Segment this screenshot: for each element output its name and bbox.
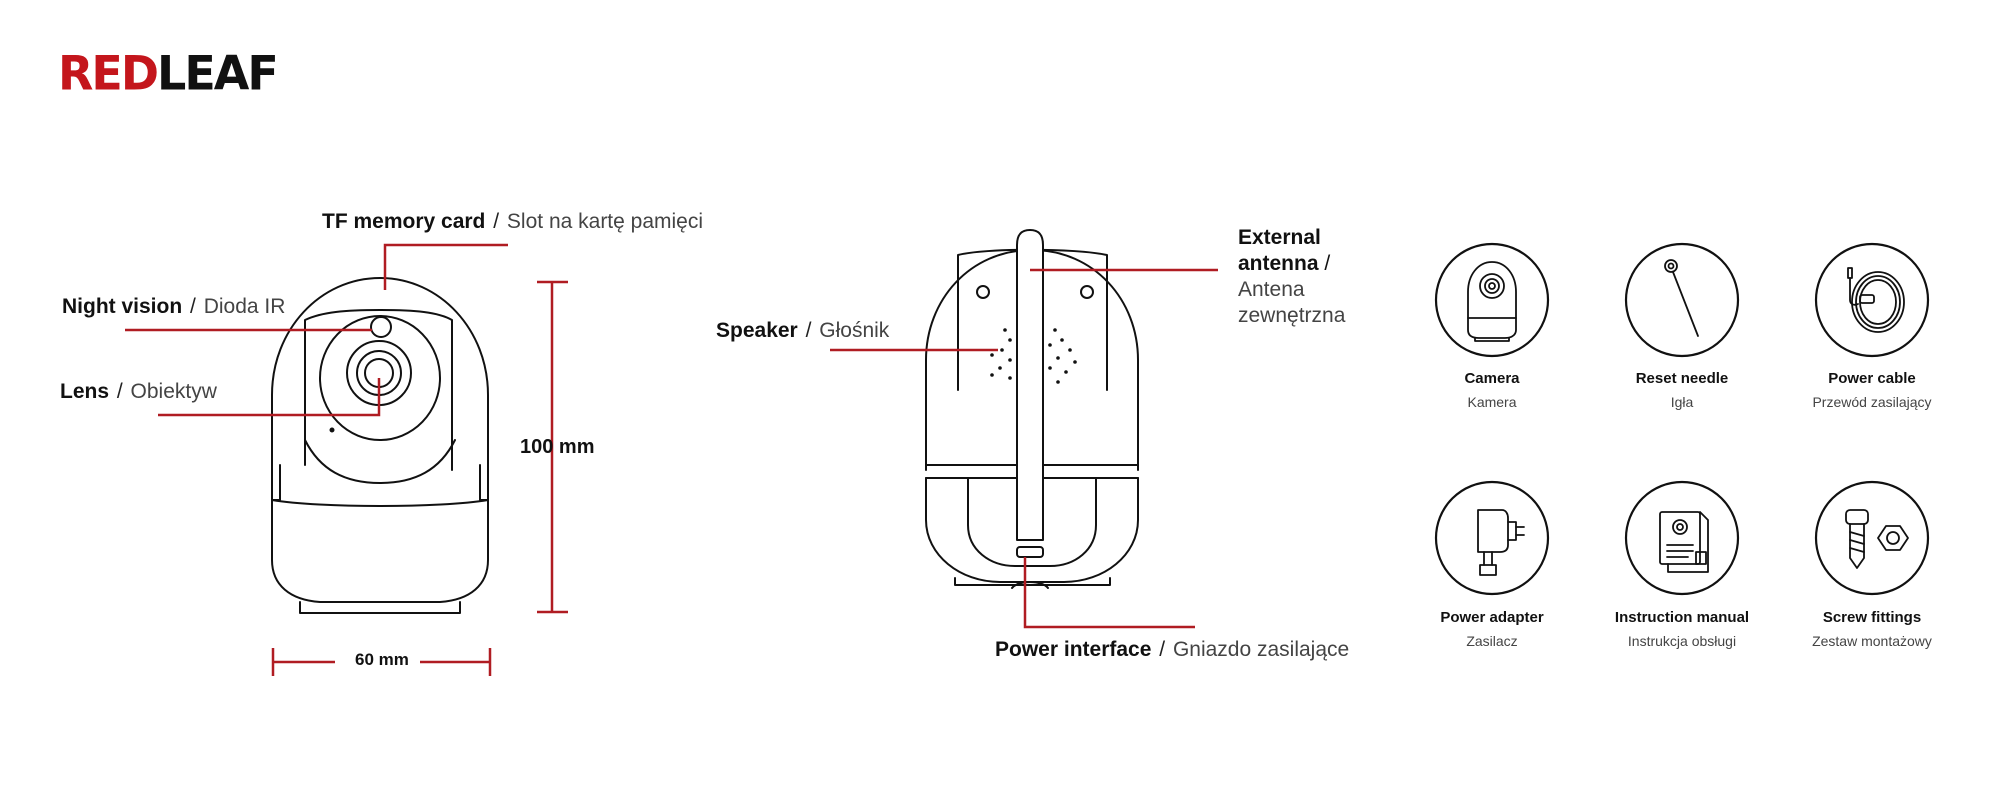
label-antenna-pl2: zewnętrzna — [1238, 304, 1346, 327]
label-power-en: Power interface — [995, 638, 1152, 661]
front-camera-visor — [319, 315, 441, 441]
accessory-sub-adapter: Zasilacz — [1466, 633, 1518, 649]
back-camera-drawing — [925, 229, 1139, 589]
label-tf-card: TF memory card / Slot na kartę pamięci — [322, 209, 703, 235]
label-antenna-pl1: Antena — [1238, 278, 1305, 301]
front-camera-lens-bowl — [304, 439, 456, 484]
label-separator: / — [190, 295, 196, 318]
label-lens-en: Lens — [60, 380, 110, 403]
callout-lens — [158, 378, 381, 417]
accessory-circle-manual — [1624, 480, 1740, 596]
accessory-name-manual: Instruction manual — [1614, 609, 1750, 626]
cable-icon — [1847, 267, 1905, 333]
brand-logo: REDLEAF — [58, 50, 279, 97]
label-lens-pl: Obiektyw — [130, 380, 217, 403]
label-antenna-en1: External — [1238, 226, 1321, 249]
front-camera-mic-dot — [329, 427, 335, 433]
accessory-sub-cable: Przewód zasilający — [1812, 394, 1932, 410]
accessory-sub-manual: Instrukcja obsługi — [1627, 633, 1737, 649]
label-speaker: Speaker / Głośnik — [716, 318, 889, 344]
label-tf-card-en: TF memory card — [322, 210, 486, 233]
callout-power — [1023, 557, 1195, 629]
dimension-height-line — [537, 280, 568, 614]
back-camera-feet — [954, 577, 1111, 586]
front-camera-face-panel — [304, 309, 453, 471]
accessory-sub-needle: Igła — [1670, 394, 1694, 410]
callout-lines — [125, 243, 1218, 676]
camera-icon — [1467, 261, 1517, 342]
front-camera-feet — [299, 601, 461, 614]
label-power-pl: Gniazdo zasilające — [1172, 638, 1350, 661]
accessory-sub-screw: Zestaw montażowy — [1812, 633, 1932, 649]
label-lens: Lens / Obiektyw — [60, 379, 217, 405]
accessory-name-needle: Reset needle — [1635, 370, 1729, 387]
back-camera-bottom-tab — [1011, 581, 1049, 589]
label-night-vision-en: Night vision — [62, 295, 183, 318]
label-antenna: External antenna / Antena zewnętrzna — [1238, 225, 1345, 329]
front-camera-drawing — [271, 277, 489, 614]
accessory-name-adapter: Power adapter — [1440, 609, 1544, 626]
back-camera-screw-right — [1080, 285, 1094, 299]
brand-logo-red: RED — [58, 45, 159, 101]
label-night-vision-pl: Dioda IR — [203, 295, 286, 318]
back-camera-screw-left — [976, 285, 990, 299]
front-camera-head — [271, 277, 489, 501]
needle-icon — [1664, 259, 1699, 337]
accessory-sub-camera: Kamera — [1467, 394, 1517, 410]
back-camera-speaker-grille — [990, 328, 1077, 384]
accessory-circle-screw — [1814, 480, 1930, 596]
accessory-circle-camera — [1434, 242, 1550, 358]
label-separator: / — [493, 210, 500, 233]
front-camera-shoulder-left — [271, 464, 281, 501]
label-separator: / — [116, 380, 123, 403]
back-camera-antenna — [1016, 229, 1044, 541]
dimension-width: 60 mm — [355, 650, 409, 669]
accessory-circles — [1434, 242, 1930, 596]
label-speaker-en: Speaker — [716, 319, 798, 342]
accessory-name-camera: Camera — [1464, 370, 1520, 387]
label-separator: / — [1159, 638, 1166, 661]
front-camera-ir-diode — [370, 316, 392, 338]
dimension-width-right — [420, 648, 492, 676]
accessory-circle-adapter — [1434, 480, 1550, 596]
label-antenna-en2: antenna — [1238, 252, 1319, 275]
accessory-name-cable: Power cable — [1828, 370, 1916, 387]
label-separator: / — [1324, 252, 1331, 275]
back-camera-base-inner — [967, 477, 1097, 567]
manual-icon — [1659, 511, 1709, 573]
callout-tf-card — [383, 243, 508, 290]
front-camera-base — [271, 499, 489, 603]
adapter-icon — [1477, 509, 1525, 576]
brand-logo-black: LEAF — [157, 45, 279, 101]
dimension-width-left — [271, 648, 335, 676]
label-tf-card-pl: Slot na kartę pamięci — [506, 210, 704, 233]
accessory-circle-needle — [1624, 242, 1740, 358]
label-speaker-pl: Głośnik — [819, 319, 890, 342]
accessory-circle-cable — [1814, 242, 1930, 358]
label-separator: / — [805, 319, 812, 342]
accessory-name-screw: Screw fittings — [1822, 609, 1922, 626]
dimension-height: 100 mm — [520, 436, 595, 458]
label-power-interface: Power interface / Gniazdo zasilające — [995, 637, 1349, 663]
front-camera-shoulder-right — [479, 464, 489, 501]
label-night-vision: Night vision / Dioda IR — [62, 294, 285, 320]
back-camera-power-port — [1016, 546, 1044, 558]
screw-icon — [1845, 509, 1909, 569]
